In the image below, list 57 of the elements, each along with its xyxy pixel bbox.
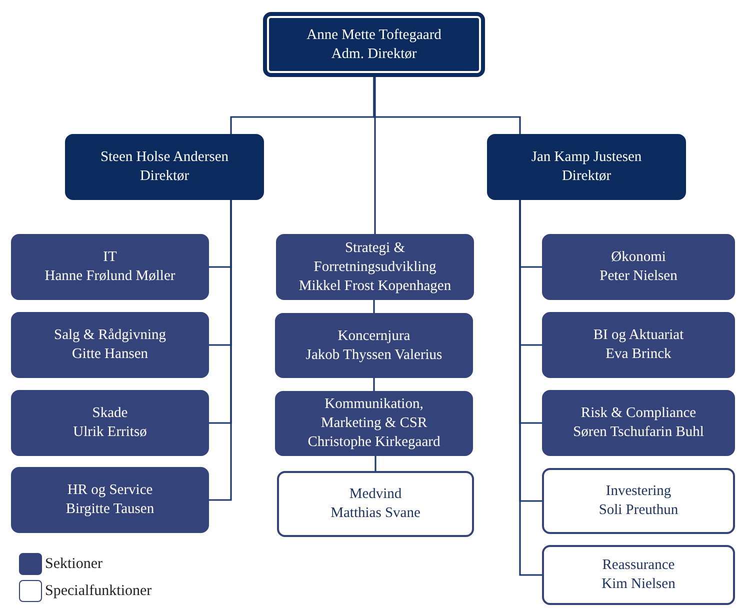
- person-name: Søren Tschufarin Buhl: [573, 423, 704, 442]
- connector-line: [373, 300, 375, 313]
- person-name: Christophe Kirkegaard: [308, 433, 440, 452]
- person-name: Ulrik Erritsø: [73, 423, 147, 442]
- special-function-box: [542, 468, 735, 534]
- org-unit-box: [11, 390, 209, 456]
- org-unit-box: [263, 12, 485, 77]
- legend-label: Sektioner: [45, 555, 102, 574]
- unit-title: IT: [103, 248, 117, 267]
- legend-label: Specialfunktioner: [45, 582, 152, 600]
- special-function-box: [277, 471, 474, 537]
- special-function-box: [542, 545, 735, 605]
- connector-line: [373, 378, 375, 391]
- org-unit-box: [276, 234, 474, 300]
- person-name: Hanne Frølund Møller: [44, 267, 176, 286]
- person-name: Direktør: [562, 167, 612, 186]
- org-unit-box: [542, 234, 735, 300]
- org-unit-box: [11, 234, 209, 300]
- unit-title: Jan Kamp Justesen: [531, 148, 642, 167]
- person-name: Eva Brinck: [606, 345, 672, 364]
- person-name: Kim Nielsen: [602, 575, 676, 594]
- unit-title: Kommunikation, Marketing & CSR: [320, 395, 428, 433]
- unit-title: Salg & Rådgivning: [54, 326, 166, 345]
- person-name: Soli Preuthun: [598, 501, 678, 520]
- person-name: Mikkel Frost Kopenhagen: [298, 276, 452, 296]
- unit-title: Økonomi: [611, 248, 666, 267]
- unit-title: Anne Mette Toftegaard: [306, 26, 442, 44]
- org-unit-box: [11, 312, 209, 378]
- unit-title: Koncernjura: [338, 326, 410, 346]
- unit-title: Risk & Compliance: [580, 404, 696, 423]
- unit-title: Investering: [606, 482, 672, 501]
- org-unit-box: [487, 134, 686, 200]
- person-name: Matthias Svane: [330, 504, 420, 523]
- unit-title: Skade: [92, 404, 128, 423]
- unit-title: BI og Aktuariat: [593, 326, 684, 345]
- connector-line: [209, 200, 232, 501]
- org-unit-box: [275, 313, 473, 378]
- person-name: Direktør: [140, 167, 190, 186]
- connector-line: [374, 456, 376, 471]
- unit-title: Steen Holse Andersen: [100, 148, 229, 167]
- unit-title: HR og Service: [67, 481, 153, 500]
- unit-title: Strategi & Forretningsudvikling: [312, 238, 438, 276]
- person-name: Jakob Thyssen Valerius: [306, 346, 442, 364]
- unit-title: Medvind: [349, 485, 402, 504]
- connector-line: [374, 77, 376, 234]
- person-name: Peter Nielsen: [600, 267, 678, 286]
- person-name: Gitte Hansen: [72, 345, 148, 364]
- org-unit-box: [542, 312, 735, 378]
- connector-line: [519, 200, 542, 576]
- org-unit-box: [275, 391, 473, 456]
- org-unit-box: [11, 467, 209, 533]
- org-unit-box: [65, 134, 264, 200]
- unit-title: Reassurance: [602, 556, 675, 575]
- connector-line: [373, 77, 521, 134]
- person-name: Birgitte Tausen: [66, 500, 154, 519]
- org-unit-box: [542, 390, 735, 456]
- person-name: Adm. Direktør: [331, 44, 417, 64]
